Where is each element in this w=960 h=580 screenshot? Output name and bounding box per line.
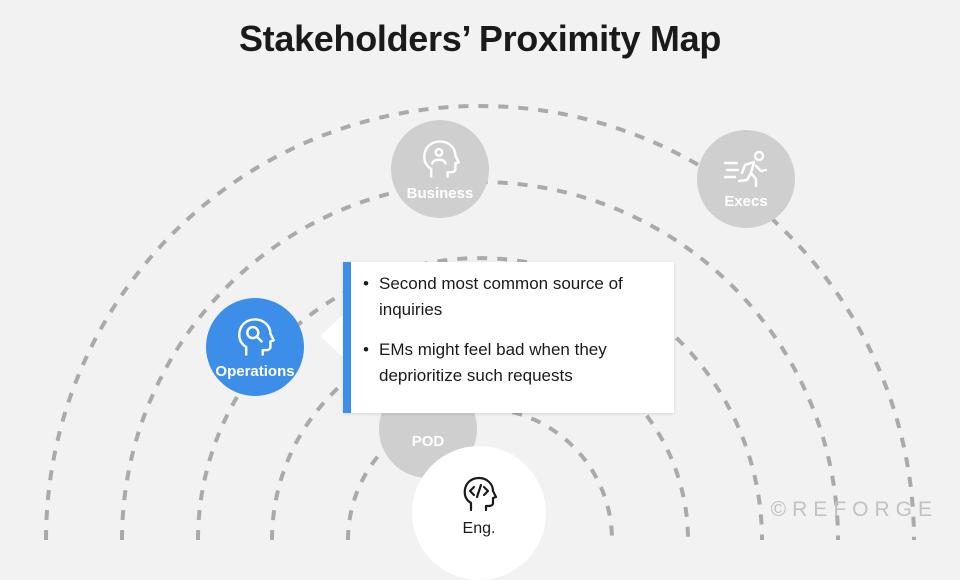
business-node: Business — [391, 120, 489, 218]
pod-label: POD — [411, 433, 445, 450]
eng-label: Eng. — [462, 520, 496, 537]
callout-bullet: Second most common source of inquiries — [363, 271, 660, 323]
callout-bullet-list: Second most common source of inquiries E… — [351, 262, 674, 389]
running-person-icon — [723, 150, 768, 187]
eng-node: Eng. — [412, 446, 546, 580]
callout-pointer — [320, 314, 344, 358]
execs-node: Execs — [697, 130, 795, 228]
operations-callout: Second most common source of inquiries E… — [343, 262, 674, 413]
operations-label: Operations — [215, 362, 295, 380]
diagram-title: Stakeholders’ Proximity Map — [238, 18, 722, 59]
ring-3 — [196, 256, 764, 540]
head-code-icon — [463, 476, 498, 512]
callout-bullet: EMs might feel bad when they deprioritiz… — [363, 337, 660, 389]
reforge-watermark: ©REFORGE — [770, 498, 938, 521]
business-label: Business — [406, 184, 474, 202]
head-search-icon — [238, 317, 275, 356]
ring-5 — [44, 104, 916, 540]
operations-node: Operations — [206, 298, 304, 396]
head-person-icon — [423, 139, 460, 178]
execs-label: Execs — [724, 192, 768, 210]
